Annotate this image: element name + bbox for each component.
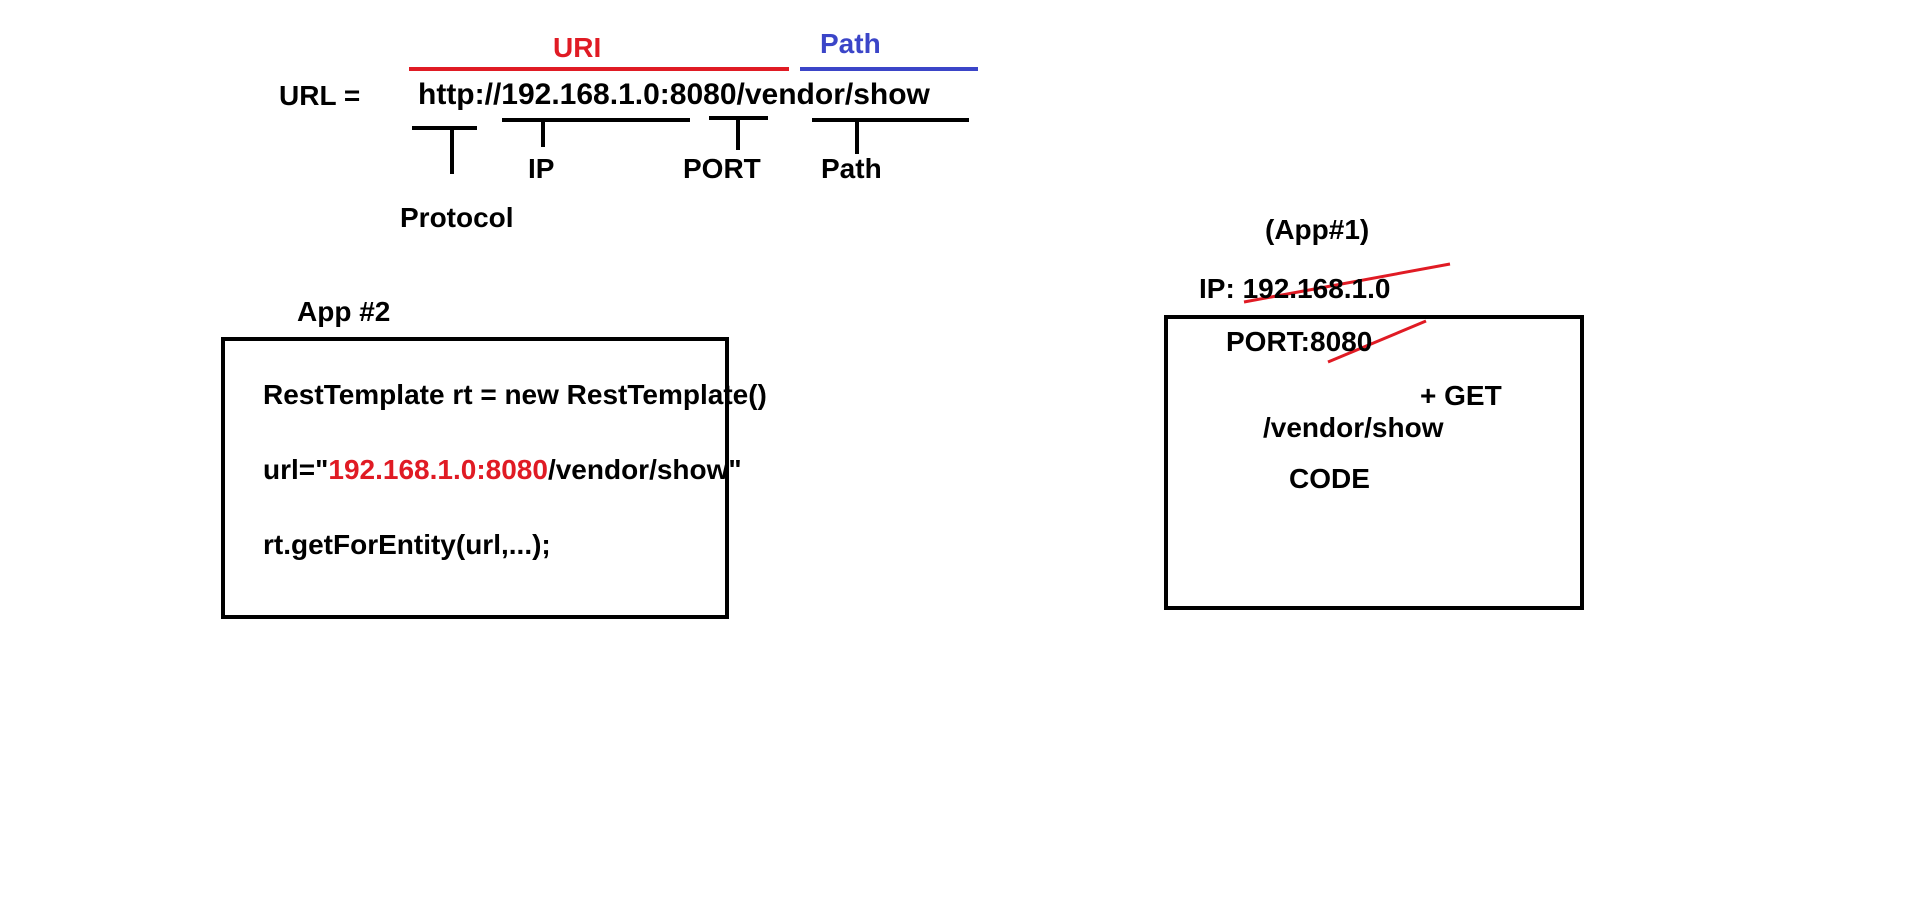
- ip-strike: [1243, 262, 1451, 304]
- url-value: http://192.168.1.0:8080/vendor/show: [418, 80, 930, 110]
- app1-box: [1164, 315, 1584, 610]
- url-assign-suffix: /vendor/show": [547, 454, 742, 485]
- app1-ip-line: IP: 192.168.1.0: [1199, 275, 1390, 303]
- path-label: Path: [821, 153, 882, 184]
- port-strike: [1327, 319, 1427, 364]
- app1-code: CODE: [1289, 463, 1370, 494]
- app1-port-value: 8080: [1310, 326, 1373, 357]
- url-colon: :: [659, 78, 670, 111]
- url-path: /vendor/show: [736, 78, 930, 111]
- port-bracket: [709, 116, 768, 150]
- protocol-bracket: [412, 126, 477, 174]
- app1-ip-value: 192.168.1.0: [1242, 273, 1391, 304]
- url-port: 8080: [669, 78, 737, 111]
- url-equals-label: URL =: [279, 80, 361, 111]
- ip-bracket: [502, 118, 690, 147]
- app1-title: (App#1): [1265, 214, 1370, 245]
- app2-box: [221, 337, 729, 619]
- ip-label: IP: [528, 153, 555, 184]
- url-protocol: http://: [418, 78, 502, 111]
- app1-ip-label: IP:: [1199, 273, 1243, 304]
- app1-path: /vendor/show: [1263, 412, 1444, 443]
- app1-port-label: PORT:: [1226, 326, 1310, 357]
- port-label: PORT: [683, 153, 761, 184]
- uri-label: URI: [553, 32, 602, 63]
- path-bottom-bracket: [812, 118, 969, 154]
- app2-code-line-3: rt.getForEntity(url,...);: [263, 529, 551, 560]
- app1-method: + GET: [1420, 380, 1502, 411]
- app2-title: App #2: [297, 296, 391, 327]
- url-assign-prefix: url=": [263, 454, 329, 485]
- app1-port-line: PORT:8080: [1226, 328, 1372, 356]
- url-ip: 192.168.1.0: [501, 78, 660, 111]
- app2-code-line-1: RestTemplate rt = new RestTemplate(): [263, 379, 767, 410]
- protocol-label: Protocol: [400, 202, 514, 233]
- path-top-label: Path: [820, 28, 881, 59]
- url-assign-host: 192.168.1.0:8080: [328, 454, 548, 485]
- app2-code-line-2: url="192.168.1.0:8080/vendor/show": [263, 456, 742, 484]
